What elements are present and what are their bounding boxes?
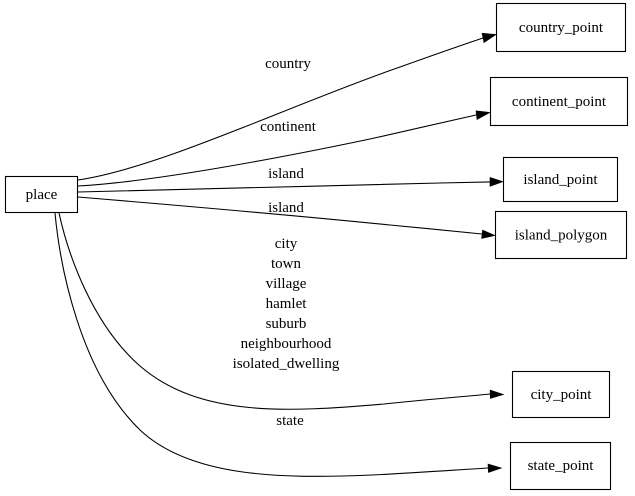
edge-path-continent — [77, 114, 477, 187]
node-country_point-rect — [495, 2, 627, 53]
node-place[interactable]: place — [4, 175, 79, 214]
edge-place-island_point[interactable] — [77, 176, 504, 193]
edge-path-island-polygon — [77, 196, 483, 235]
node-city_point-rect — [511, 370, 611, 419]
node-continent_point-rect — [489, 76, 629, 127]
edge-place-continent_point[interactable] — [77, 110, 491, 187]
edge-label-city-line-town: town — [271, 256, 302, 272]
edge-label-city-line-city: city — [275, 236, 298, 252]
edge-path-city — [58, 212, 491, 410]
edge-label-island-polygon: island — [268, 200, 304, 216]
node-island_polygon-label: island_polygon — [515, 227, 608, 243]
node-continent_point-label: continent_point — [512, 94, 607, 110]
edge-place-island_polygon[interactable] — [77, 196, 496, 239]
edge-label-country: country — [265, 56, 311, 72]
edge-label-city-line-suburb: suburb — [266, 316, 307, 332]
node-place-rect — [4, 175, 79, 214]
edge-place-state_point[interactable] — [54, 212, 503, 477]
node-country_point[interactable]: country_point — [495, 2, 627, 53]
node-city_point-label: city_point — [531, 387, 593, 403]
arrow-head-continent — [475, 110, 491, 120]
node-state_point-rect — [509, 441, 612, 491]
edge-label-state: state — [276, 413, 304, 429]
node-island_point[interactable]: island_point — [502, 156, 619, 203]
node-country_point-label: country_point — [519, 20, 604, 36]
node-island_point-rect — [502, 156, 619, 203]
arrow-head-country — [481, 32, 497, 44]
edge-path-island-point — [77, 181, 491, 193]
edge-label-city-block: city town village hamlet suburb neighbou… — [233, 236, 340, 372]
arrow-head-city — [489, 389, 505, 399]
arrow-head-island-point — [489, 176, 504, 187]
node-place-label: place — [26, 187, 58, 203]
edge-path-country — [77, 37, 484, 181]
edges-group — [54, 32, 505, 477]
node-island_point-label: island_point — [523, 172, 598, 188]
edge-label-city-line-neighbourhood: neighbourhood — [241, 336, 332, 352]
edge-label-island-point: island — [268, 166, 304, 182]
nodes-group: place country_point continent_point isla… — [4, 2, 629, 491]
edge-place-country_point[interactable] — [77, 32, 497, 181]
edge-label-city-line-isolated-dwelling: isolated_dwelling — [233, 356, 340, 372]
node-state_point[interactable]: state_point — [509, 441, 612, 491]
node-state_point-label: state_point — [528, 458, 595, 474]
node-island_polygon-rect — [494, 210, 628, 260]
edge-labels-group: country continent island island city tow… — [233, 56, 340, 429]
edge-place-city_point[interactable] — [58, 212, 505, 410]
node-city_point[interactable]: city_point — [511, 370, 611, 419]
edge-label-city-line-village: village — [266, 276, 307, 292]
edge-path-state — [54, 212, 489, 477]
arrow-head-island-polygon — [481, 229, 496, 239]
node-continent_point[interactable]: continent_point — [489, 76, 629, 127]
edge-label-city-line-hamlet: hamlet — [266, 296, 308, 312]
arrow-head-state — [487, 463, 503, 473]
node-island_polygon[interactable]: island_polygon — [494, 210, 628, 260]
edge-label-continent: continent — [260, 119, 317, 135]
